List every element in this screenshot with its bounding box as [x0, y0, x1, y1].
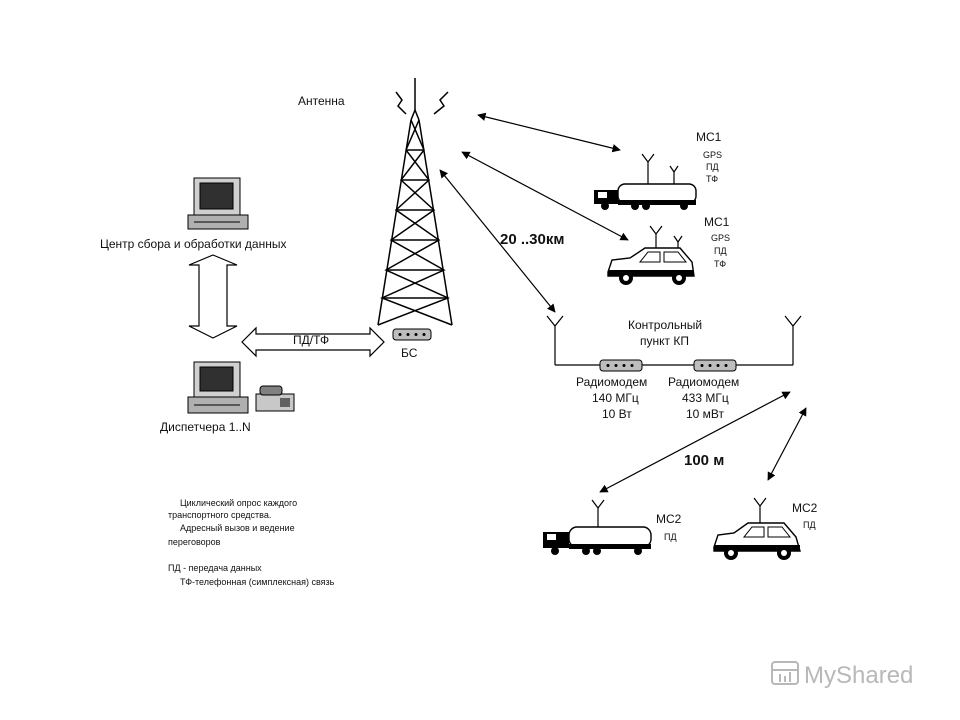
telephone-icon	[255, 385, 295, 412]
control-point-label-line2: пункт КП	[640, 334, 689, 348]
note-line: ТФ-телефонная (симплексная) связь	[180, 577, 335, 587]
ms1-truck-tag-tf: ТФ	[706, 174, 718, 184]
antenna-label: Антенна	[298, 94, 345, 108]
watermark-icon	[771, 661, 799, 685]
note-line: ПД - передача данных	[168, 563, 262, 573]
data-center-label: Центр сбора и обработки данных	[100, 237, 286, 251]
control-point-frame	[546, 315, 802, 366]
note-line: Циклический опрос каждого	[180, 498, 297, 508]
computer-icon	[187, 177, 249, 230]
radio-modem-unit	[599, 359, 643, 372]
modem2-name: Радиомодем	[668, 375, 739, 389]
range-near-label: 100 м	[684, 452, 724, 469]
link-label: ПД/ТФ	[293, 333, 329, 347]
ms2-car-name: МС2	[792, 501, 818, 515]
modem2-freq: 433 МГц	[682, 391, 729, 405]
radio-link-arrow	[599, 391, 791, 493]
ms1-car-name: МС1	[704, 215, 730, 229]
ms1-car-tag-gps: GPS	[711, 233, 730, 243]
tanker-truck-icon	[594, 153, 697, 210]
modem1-power: 10 Вт	[602, 407, 632, 421]
ms1-car-tag-pd: ПД	[714, 246, 727, 256]
radio-link-arrow	[439, 169, 556, 313]
ms2-truck-name: МС2	[656, 512, 682, 526]
radio-link-arrow	[767, 407, 807, 481]
modem1-name: Радиомодем	[576, 375, 647, 389]
ms1-truck-tag-pd: ПД	[706, 162, 719, 172]
vertical-double-arrow	[188, 254, 238, 339]
range-far-label: 20 ..30км	[500, 231, 564, 248]
note-line: переговоров	[168, 537, 221, 547]
note-line: Адресный вызов и ведение	[180, 523, 295, 533]
watermark-text: MyShared	[804, 662, 913, 689]
notes-block: Циклический опрос каждого транспортного …	[168, 498, 335, 587]
car-icon	[713, 497, 801, 560]
watermark-logo: MyShared	[771, 661, 913, 689]
radio-tower	[377, 107, 453, 326]
antenna-icon	[395, 78, 449, 115]
car-icon	[607, 225, 695, 285]
computer-icon	[187, 361, 249, 414]
horizontal-double-arrow	[241, 326, 385, 358]
ms2-car-tag: ПД	[803, 520, 816, 530]
ms1-truck-name: МС1	[696, 130, 722, 144]
modem2-power: 10 мВт	[686, 407, 725, 421]
ms1-car-tag-tf: ТФ	[714, 259, 726, 269]
modem1-freq: 140 МГц	[592, 391, 639, 405]
dispatchers-label: Диспетчера 1..N	[160, 420, 251, 434]
base-station-unit	[392, 328, 432, 341]
radio-modem-unit	[693, 359, 737, 372]
control-point-label-line1: Контрольный	[628, 318, 702, 332]
ms2-truck-tag: ПД	[664, 532, 677, 542]
radio-link-arrow	[477, 112, 621, 153]
note-line: транспортного средства.	[168, 510, 271, 520]
base-station-label: БС	[401, 346, 418, 360]
tanker-truck-icon	[543, 499, 652, 555]
ms1-truck-tag-gps: GPS	[703, 150, 722, 160]
